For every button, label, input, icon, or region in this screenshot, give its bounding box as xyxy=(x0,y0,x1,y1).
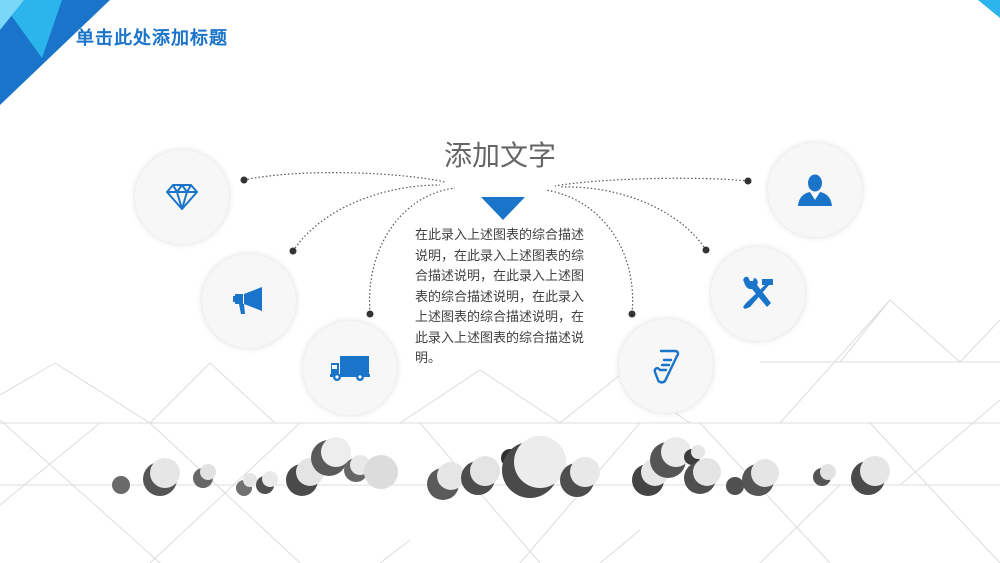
connector-lines xyxy=(243,172,749,314)
content-heading[interactable]: 添加文字 xyxy=(443,139,556,172)
slide-title[interactable]: 单击此处添加标题 xyxy=(76,28,228,49)
user-icon xyxy=(798,174,832,206)
content-body[interactable]: 在此录入上述图表的综合描述说明，在此录入上述图表的综合描述说明，在此录入上述图表… xyxy=(415,228,585,366)
truck-icon xyxy=(330,356,370,381)
tools-icon xyxy=(743,276,773,309)
truck-circle xyxy=(302,320,398,416)
corner-triangle-light xyxy=(0,0,62,58)
tools-circle xyxy=(710,246,806,342)
user-circle xyxy=(767,142,863,238)
center-pointer-triangle xyxy=(481,197,525,220)
megaphone-circle xyxy=(201,253,297,349)
document-circle xyxy=(618,318,714,414)
bubbles xyxy=(112,436,890,500)
megaphone-icon xyxy=(233,287,262,314)
corner-triangle-right xyxy=(978,0,1000,18)
document-icon xyxy=(653,349,680,384)
diamond-icon xyxy=(166,184,198,210)
connector-dots xyxy=(240,176,752,318)
diamond-circle xyxy=(134,149,230,245)
